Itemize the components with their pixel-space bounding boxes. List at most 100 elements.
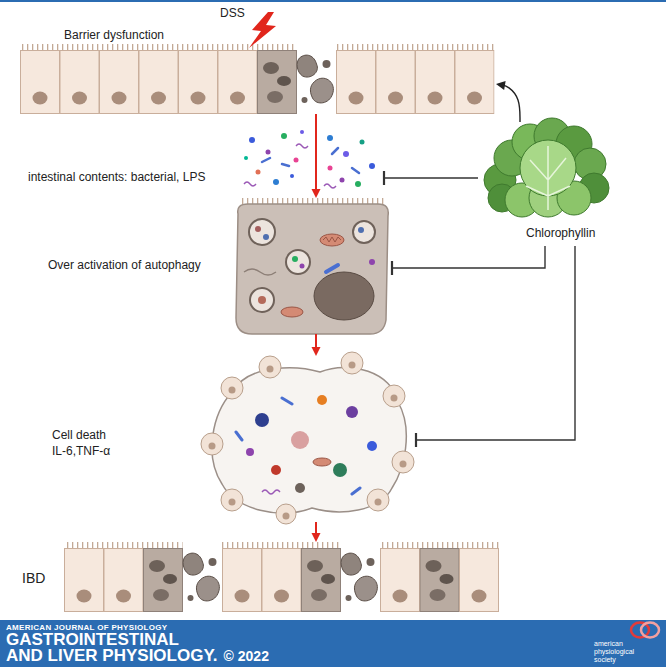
chlorophyllin-node: Chlorophyllin	[478, 122, 640, 246]
healthy-barrier-epithelium	[21, 51, 60, 114]
bacteria-lps-dots	[244, 130, 375, 188]
released-cell	[221, 489, 243, 511]
bacteria-lps-dots	[340, 178, 345, 183]
autophagic-cell	[263, 234, 269, 240]
bacteria-lps-dots	[244, 156, 248, 160]
released-cell	[400, 461, 407, 468]
autophagic-cell	[292, 256, 298, 262]
connector-group	[496, 81, 520, 122]
dying-cell	[291, 431, 309, 449]
connector-group	[312, 114, 321, 198]
bacteria-lps-dots	[327, 135, 333, 141]
dying-cell	[367, 441, 377, 451]
bacteria-lps-dots	[369, 163, 375, 169]
healthy-barrier-epithelium	[455, 51, 494, 114]
stage-label: Over activation of autophagy	[48, 258, 201, 272]
autophagic-cell	[320, 234, 344, 246]
agent-label: DSS	[220, 6, 245, 20]
ibd-epithelium	[65, 549, 104, 612]
dying-cell	[262, 490, 280, 494]
dying-cell	[317, 395, 327, 405]
healthy-barrier-epithelium	[218, 51, 257, 114]
lettuce-illustration	[526, 146, 570, 210]
released-cell	[283, 513, 290, 520]
healthy-barrier-epithelium	[337, 51, 376, 114]
bacteria-lps-dots	[294, 158, 299, 163]
journal-footer	[0, 620, 666, 667]
dying-cell	[255, 413, 269, 427]
released-cell	[367, 489, 389, 511]
line-break-spacer	[183, 632, 402, 646]
inhibition-bar	[415, 433, 417, 447]
bacteria-lps-dots	[355, 181, 361, 187]
dying-cell	[313, 458, 331, 466]
autophagic-cell	[323, 237, 341, 242]
healthy-barrier-epithelium	[20, 44, 297, 50]
dying-cell	[333, 463, 347, 477]
autophagic-cell	[369, 259, 375, 265]
autophagic-cell	[358, 227, 364, 233]
released-cell	[383, 385, 405, 407]
inhibition-line	[416, 246, 575, 440]
top-rule	[0, 0, 666, 2]
stage-label: intestinal contents: bacterial, LPS	[28, 170, 205, 184]
released-cell	[221, 377, 243, 399]
dying-cell-node: Cell deathIL-6,TNF-α	[48, 356, 416, 522]
bacteria-lps-dots	[262, 148, 359, 173]
connector-group	[312, 334, 321, 356]
bacteria-lps-dots	[249, 137, 255, 143]
autophagic-cell	[244, 269, 276, 275]
barrier-layer-node: DSS Barrier dysfunction	[18, 4, 496, 114]
released-cell	[391, 395, 398, 402]
healthy-barrier-epithelium	[336, 44, 495, 50]
bacteria-lps-dots	[328, 166, 333, 171]
released-cell	[229, 499, 236, 506]
autophagic-cell	[258, 296, 266, 304]
dying-cell	[346, 406, 358, 418]
released-cell	[267, 366, 274, 373]
ibd-epithelium	[64, 542, 183, 548]
autophagy-cell-node: Over activation of autophagy	[44, 198, 392, 334]
bacteria-lps-dots	[281, 133, 287, 139]
released-cell	[375, 499, 382, 506]
autophagic-cell	[281, 307, 303, 317]
compound-label: Chlorophyllin	[526, 226, 595, 240]
stage-label: Barrier dysfunction	[64, 28, 164, 42]
dying-cell	[201, 352, 414, 524]
healthy-barrier-epithelium	[179, 51, 218, 114]
ibd-epithelium	[341, 553, 377, 601]
autophagic-cell	[236, 204, 388, 334]
dying-cell	[271, 465, 281, 475]
arrowhead	[496, 81, 506, 90]
protective-arrow	[502, 85, 520, 122]
bacteria-lps-dots	[266, 150, 271, 155]
autophagic-cell	[286, 250, 310, 274]
healthy-barrier-epithelium	[376, 51, 415, 114]
journal-footer-band: AMERICAN JOURNAL OF PHYSIOLOGYGASTROINTE…	[0, 620, 666, 667]
connector-group	[416, 246, 575, 447]
healthy-barrier-epithelium	[100, 51, 139, 114]
released-cell	[209, 443, 216, 450]
healthy-barrier-epithelium	[139, 51, 178, 114]
inhibition-bar	[383, 171, 385, 185]
autophagic-cell	[249, 219, 275, 245]
stage-label: Cell death	[52, 428, 106, 442]
healthy-barrier-epithelium	[297, 55, 333, 103]
autophagic-cell	[242, 198, 384, 204]
bacteria-lps-dots	[244, 144, 336, 188]
dying-cell	[246, 448, 254, 456]
dying-cell	[212, 367, 406, 513]
connector-group	[384, 171, 478, 185]
society-name: american physiological society	[594, 640, 642, 664]
autophagic-cell	[250, 288, 274, 312]
ibd-epithelium	[223, 549, 262, 612]
released-cell	[201, 352, 414, 524]
inhibition-bar	[391, 261, 393, 275]
released-cell	[229, 387, 236, 394]
bacteria-lps-dots	[273, 179, 279, 185]
journal-footer	[0, 620, 666, 667]
lightning-bolt	[249, 12, 276, 48]
